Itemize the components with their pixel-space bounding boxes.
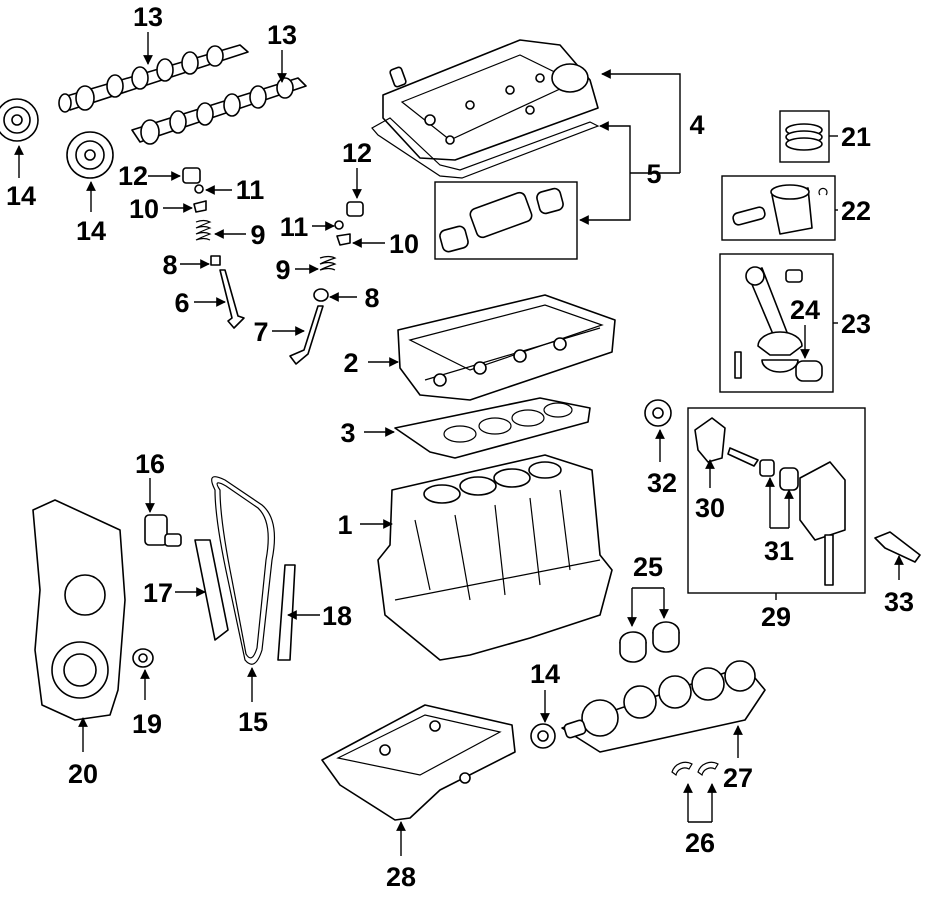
- callout-2: 2: [343, 348, 358, 378]
- callout-18: 18: [322, 601, 352, 631]
- callout-4: 4: [689, 110, 704, 140]
- leader-lines: [14, 32, 904, 856]
- front-seal: [132, 648, 154, 668]
- callout-19: 19: [132, 709, 162, 739]
- callout-30: 30: [695, 493, 725, 523]
- callout-14-left: 14: [6, 181, 36, 211]
- oil-pump-sprocket: [644, 399, 672, 427]
- oil-pump: [694, 417, 846, 586]
- callout-29: 29: [761, 602, 791, 632]
- camshaft-upper: [58, 44, 249, 113]
- callout-20: 20: [68, 759, 98, 789]
- valve-cover: [382, 39, 599, 161]
- callout-1: 1: [337, 510, 352, 540]
- callout-15: 15: [238, 707, 268, 737]
- callout-labels: 13 13 14 14 12 11 10 9 8 6 12 11 10 9 8 …: [6, 2, 914, 892]
- callout-13-left: 13: [133, 2, 163, 32]
- callout-16: 16: [135, 449, 165, 479]
- callout-22: 22: [841, 196, 871, 226]
- callout-26: 26: [685, 828, 715, 858]
- cam-sprocket-left: [0, 98, 39, 142]
- head-gasket: [394, 397, 591, 459]
- callout-28: 28: [386, 862, 416, 892]
- callout-10-right: 10: [389, 229, 419, 259]
- timing-chain: [211, 476, 275, 665]
- valvetrain-left: [182, 167, 245, 329]
- callout-33: 33: [884, 587, 914, 617]
- main-bearings: [619, 621, 680, 663]
- tube-seals: [439, 187, 564, 253]
- cylinder-head: [397, 294, 616, 401]
- chain-tensioner: [144, 514, 182, 547]
- callout-25: 25: [633, 552, 663, 582]
- callout-31: 31: [764, 536, 794, 566]
- callout-27: 27: [723, 763, 753, 793]
- callout-32: 32: [647, 468, 677, 498]
- callout-12-right: 12: [342, 138, 372, 168]
- callout-11-right: 11: [280, 212, 309, 242]
- cam-sprocket-middle: [66, 131, 114, 179]
- callout-6: 6: [174, 288, 189, 318]
- thrust-washers: [671, 761, 719, 777]
- callout-9-right: 9: [275, 255, 290, 285]
- callout-17: 17: [143, 578, 173, 608]
- callout-14-middle: 14: [76, 216, 106, 246]
- connecting-rod: [734, 266, 823, 382]
- callout-13-right: 13: [267, 20, 297, 50]
- crankshaft: [561, 660, 766, 753]
- callout-12-left: 12: [118, 161, 148, 191]
- callout-9-left: 9: [250, 220, 265, 250]
- piston: [732, 184, 828, 235]
- valve-cover-gasket: [371, 117, 600, 179]
- oil-level-sensor: [874, 531, 921, 563]
- callout-10-left: 10: [129, 194, 159, 224]
- chain-guide-left: [194, 539, 229, 641]
- piston-box: [721, 175, 836, 241]
- valvetrain-right: [289, 201, 364, 365]
- callout-7: 7: [253, 317, 268, 347]
- camshaft-lower: [131, 77, 307, 145]
- seal-kit-box: [434, 181, 578, 260]
- crank-sprocket: [530, 723, 556, 749]
- callout-8-right: 8: [364, 283, 379, 313]
- timing-cover: [32, 499, 126, 721]
- engine-block: [377, 454, 613, 661]
- callout-23: 23: [841, 309, 871, 339]
- piston-rings: [785, 123, 823, 151]
- oil-pan: [321, 704, 516, 821]
- callout-21: 21: [841, 122, 871, 152]
- callout-24: 24: [790, 295, 820, 325]
- callout-5: 5: [646, 159, 661, 189]
- callout-11-left: 11: [236, 175, 265, 205]
- callout-3: 3: [340, 418, 355, 448]
- callout-8-left: 8: [162, 250, 177, 280]
- callout-14-bottom: 14: [530, 659, 560, 689]
- chain-tensioner-arm: [277, 564, 296, 661]
